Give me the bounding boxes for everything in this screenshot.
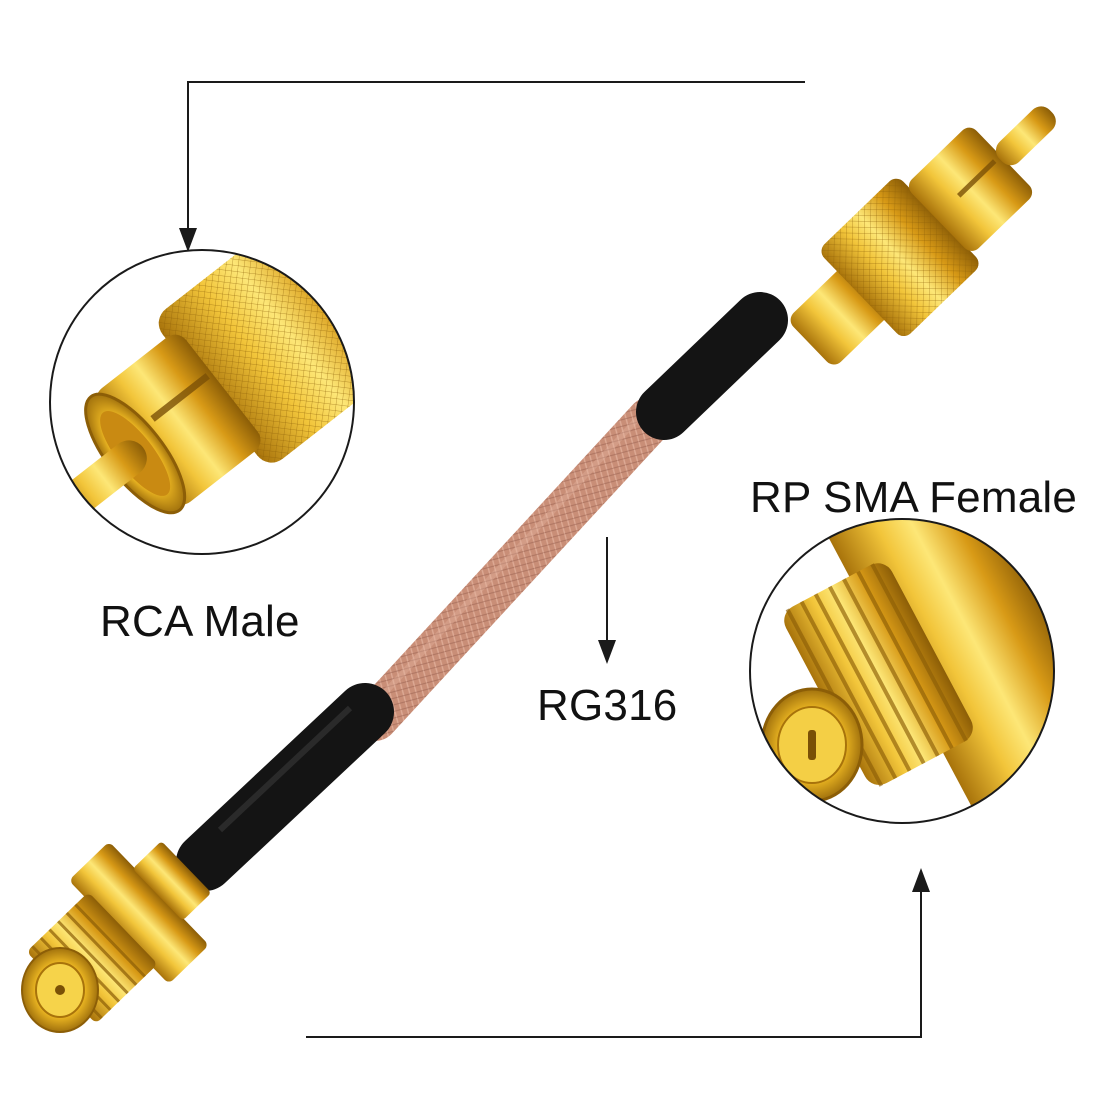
heatshrink-bottom xyxy=(176,683,394,891)
rg316-cable xyxy=(352,397,673,741)
cable-assembly xyxy=(21,106,1056,1033)
rca-male-label: RCA Male xyxy=(100,597,300,646)
arrow-down-icon xyxy=(598,640,616,664)
cable-arrow xyxy=(598,537,616,664)
rca-male-zoom xyxy=(49,249,355,555)
arrow-down-icon xyxy=(179,228,197,252)
arrow-up-icon xyxy=(912,868,930,892)
rp-sma-female-connector xyxy=(28,842,210,1022)
heatshrink-top xyxy=(636,292,788,440)
rg316-label: RG316 xyxy=(537,681,678,730)
rp-sma-female-label: RP SMA Female xyxy=(750,473,1078,522)
rca-male-connector xyxy=(790,106,1056,365)
top-connector-arrow xyxy=(179,81,805,252)
bottom-connector-arrow xyxy=(306,868,930,1038)
rp-sma-female-zoom xyxy=(749,518,1055,824)
